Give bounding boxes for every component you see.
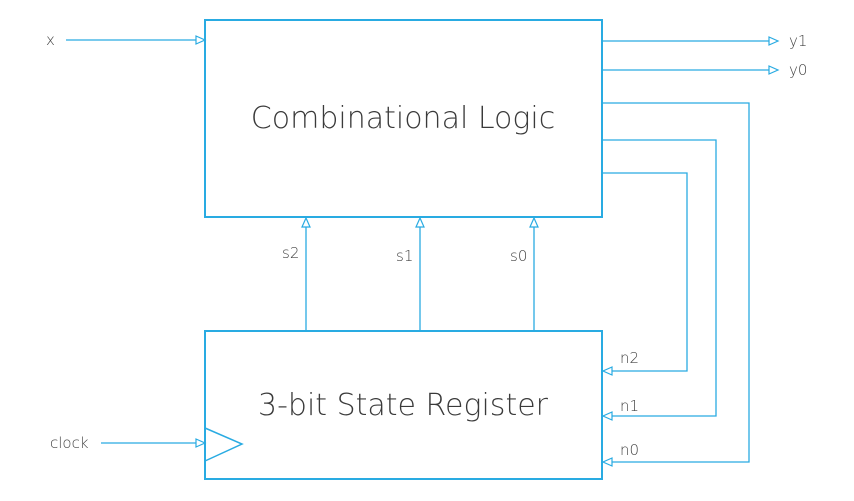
clock-signal: clock	[50, 434, 207, 452]
output-y0-signal: y0	[602, 61, 807, 79]
state-register-block: 3-bit State Register	[204, 330, 603, 480]
next-n1-arrowhead	[601, 411, 613, 421]
state-s0-arrowhead	[529, 216, 539, 228]
state-s2-arrowhead	[301, 216, 311, 228]
combinational-logic-box	[204, 19, 603, 218]
output-y1-signal: y1	[602, 32, 807, 50]
next-n2-signal: n2	[601, 172, 688, 376]
clock-arrowhead	[195, 438, 207, 448]
next-n0-signal: n0	[601, 102, 750, 467]
output-y1-label: y1	[789, 32, 807, 50]
combinational-logic-title: Combinational Logic	[251, 101, 555, 136]
state-register-box	[204, 330, 603, 480]
combinational-logic-block: Combinational Logic	[204, 19, 603, 218]
next-n2-arrowhead	[601, 366, 613, 376]
input-x-label: x	[46, 31, 55, 49]
clock-triangle-icon	[204, 427, 244, 462]
input-x-arrowhead	[195, 35, 207, 45]
input-x-signal: x	[46, 31, 207, 49]
clock-label: clock	[50, 434, 89, 452]
next-n1-wire	[602, 139, 717, 417]
state-register-title: 3-bit State Register	[258, 388, 549, 423]
state-s0-label: s0	[510, 247, 527, 265]
output-y1-arrowhead	[768, 36, 780, 46]
next-n1-label: n1	[620, 397, 639, 415]
state-s1-label: s1	[396, 247, 413, 265]
state-s2-label: s2	[282, 244, 299, 262]
next-n2-wire	[602, 172, 688, 372]
next-n2-label: n2	[620, 349, 639, 367]
next-n1-signal: n1	[601, 139, 717, 421]
next-n0-label: n0	[620, 441, 639, 459]
next-n0-arrowhead	[601, 457, 613, 467]
next-n0-wire	[602, 102, 750, 463]
state-s1-arrowhead	[415, 216, 425, 228]
state-s0-signal: s0	[510, 216, 539, 331]
output-y0-label: y0	[789, 61, 807, 79]
state-s2-signal: s2	[282, 216, 311, 331]
output-y0-arrowhead	[768, 65, 780, 75]
state-s1-signal: s1	[396, 216, 425, 331]
